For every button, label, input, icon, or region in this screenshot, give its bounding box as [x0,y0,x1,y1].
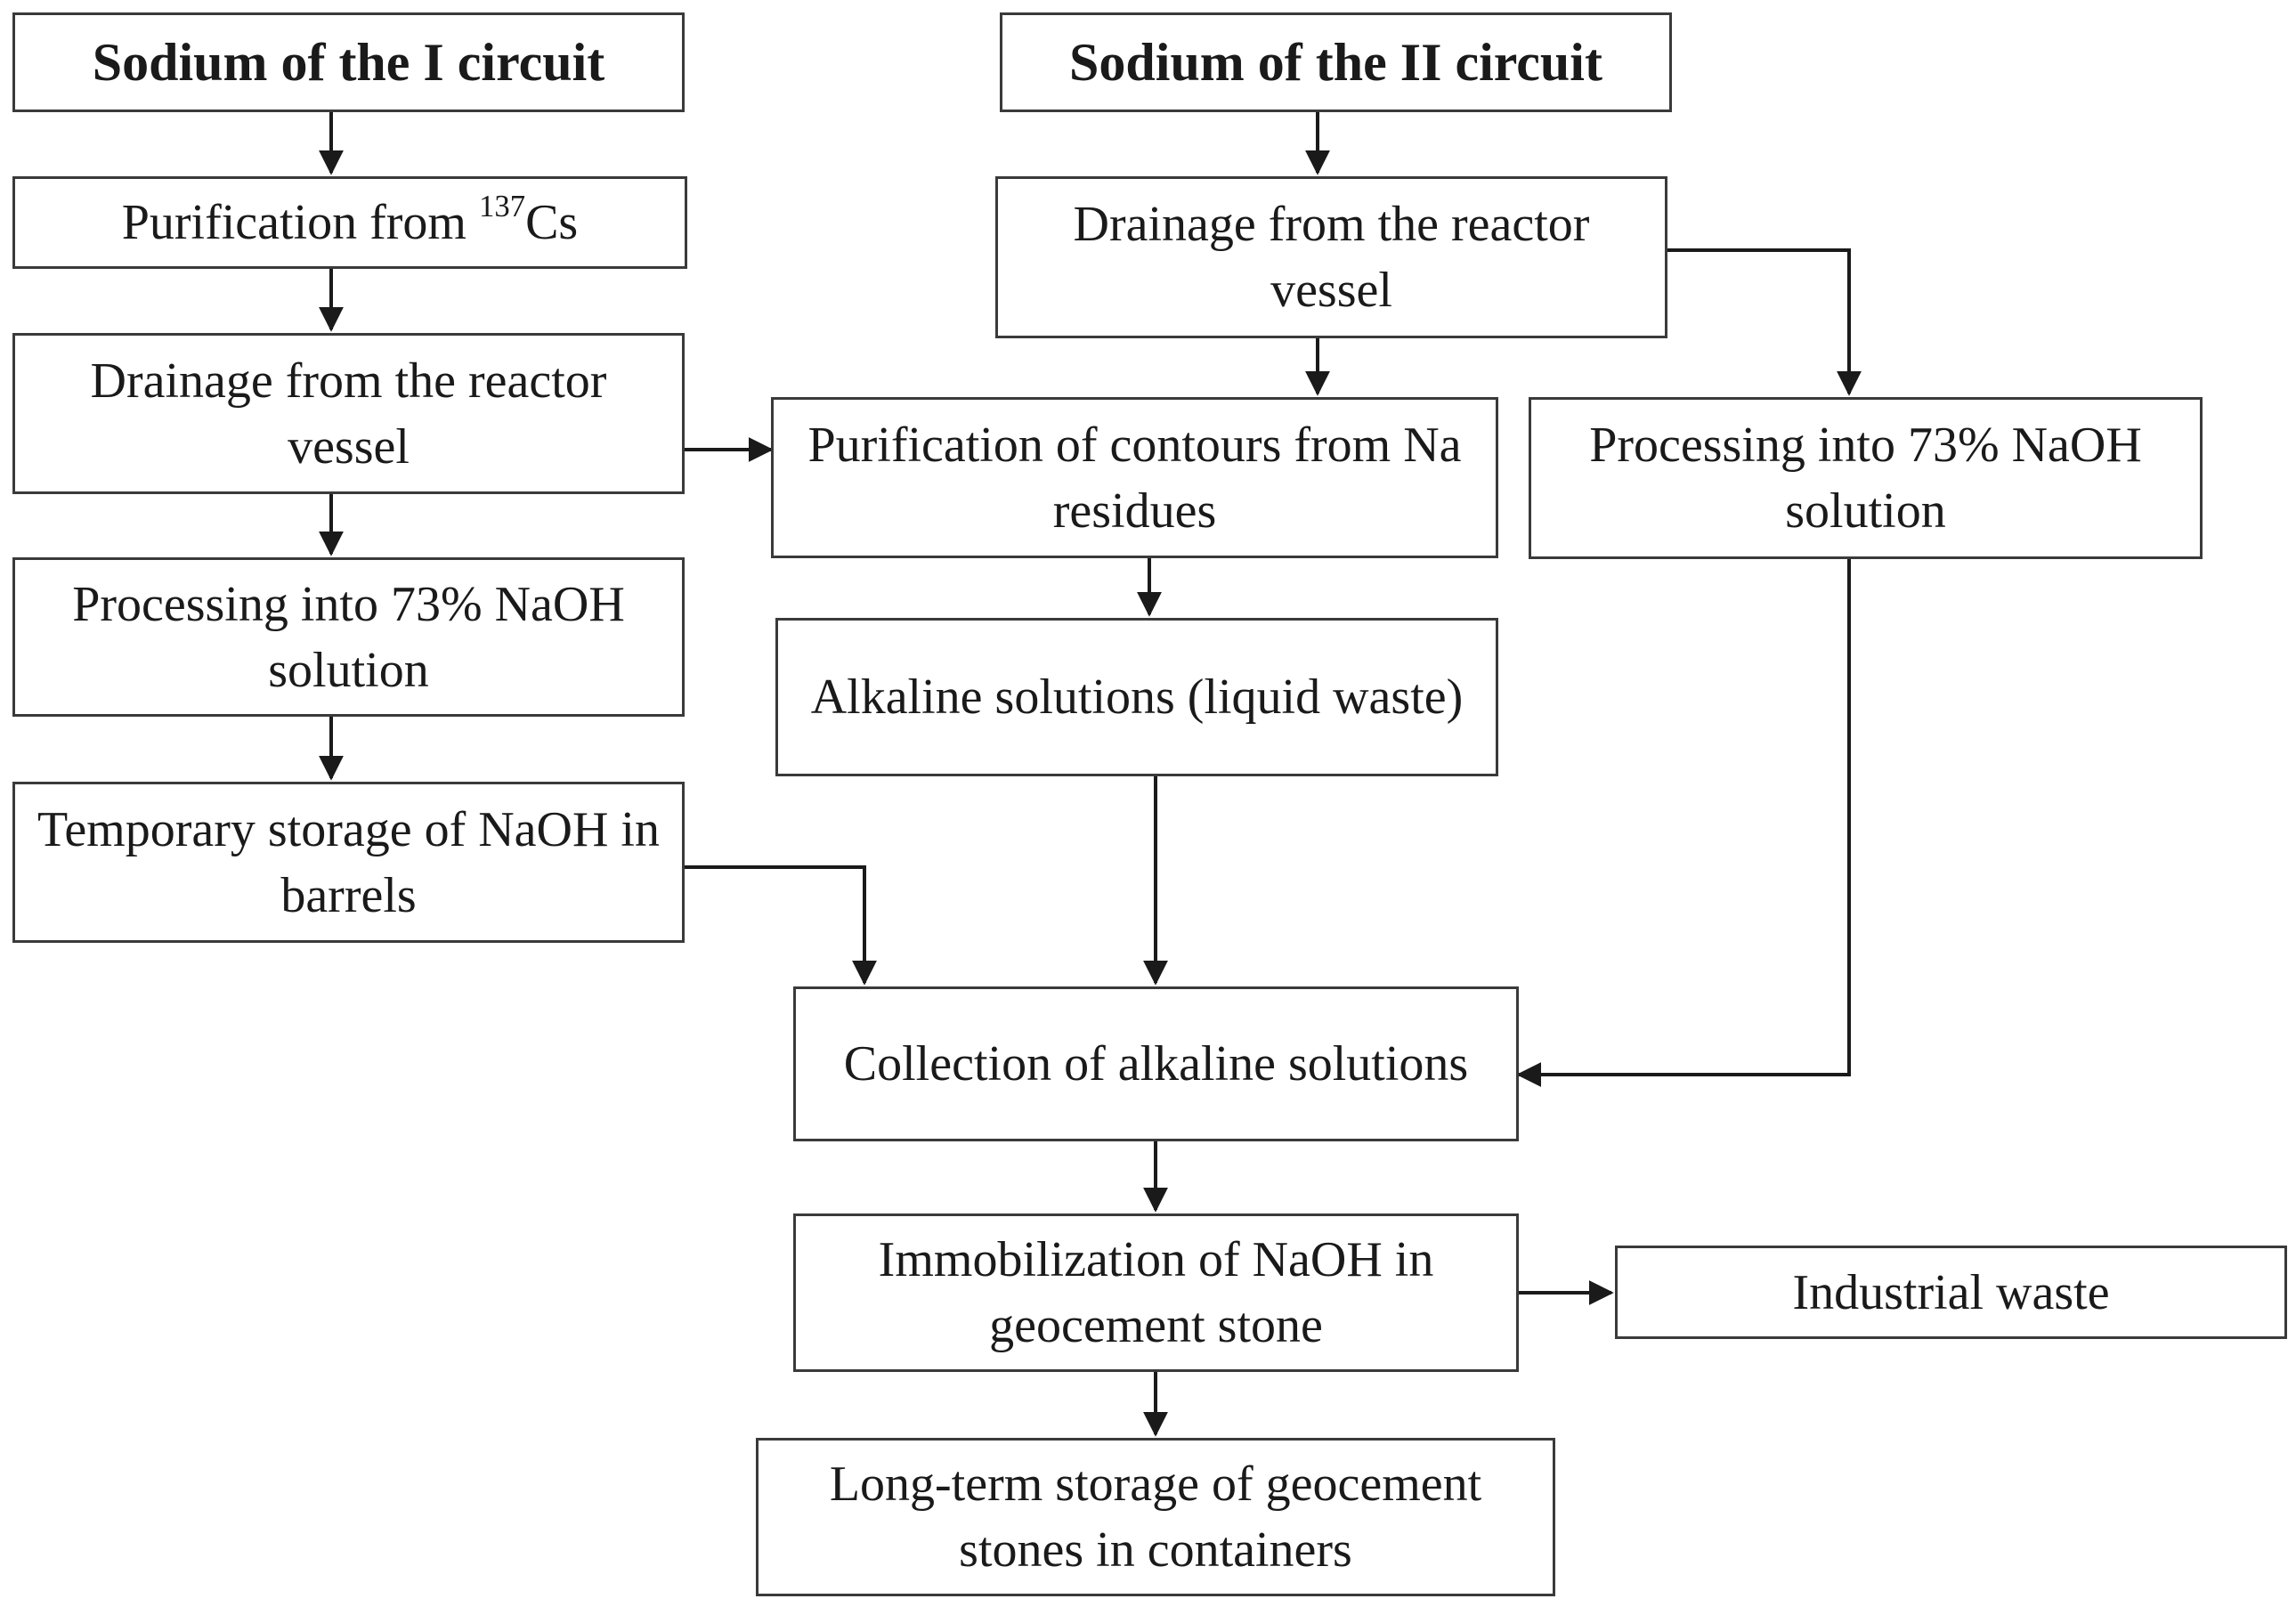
node-long-term-storage: Long-term storage of geocement stones in… [756,1438,1555,1596]
node-immobilization: Immobilization of NaOH in geocement ston… [793,1213,1519,1372]
node-temporary-storage: Temporary storage of NaOH in barrels [12,782,685,943]
node-drainage-ii: Drainage from the reactor vessel [995,176,1667,338]
node-label: Processing into 73% NaOH solution [72,576,625,698]
node-label: Sodium of the II circuit [1069,33,1602,92]
node-label: Industrial waste [1792,1264,2110,1320]
arrow-drainage-ii-to-processing-ii [1666,248,1862,396]
node-processing-ii: Processing into 73% NaOH solution [1529,397,2203,559]
arrow-temporary-storage-to-collection [683,865,877,986]
node-industrial-waste: Industrial waste [1615,1246,2287,1339]
node-label: Processing into 73% NaOH solution [1589,418,2142,539]
node-processing-i: Processing into 73% NaOH solution [12,557,685,717]
node-label: Immobilization of NaOH in geocement ston… [878,1232,1434,1353]
node-sodium-i-circuit: Sodium of the I circuit [12,12,685,112]
element-symbol: Cs [525,195,579,250]
node-purification-from-cs: Purification from 137Cs [12,176,687,269]
node-label: Drainage from the reactor vessel [1073,197,1590,318]
node-label-prefix: Purification from [121,195,479,250]
node-label: Purification from 137Cs [122,190,578,256]
node-label: Drainage from the reactor vessel [90,353,607,475]
node-label: Long-term storage of geocement stones in… [829,1457,1482,1578]
node-drainage-i: Drainage from the reactor vessel [12,333,685,494]
node-alkaline-solutions: Alkaline solutions (liquid waste) [775,618,1498,776]
node-collection-alkaline: Collection of alkaline solutions [793,986,1519,1141]
node-label: Temporary storage of NaOH in barrels [37,801,660,923]
node-label: Purification of contours from Na residue… [807,417,1462,539]
node-label: Alkaline solutions (liquid waste) [810,670,1464,725]
node-label: Collection of alkaline solutions [843,1036,1469,1092]
node-sodium-ii-circuit: Sodium of the II circuit [1000,12,1672,112]
node-purification-contours: Purification of contours from Na residue… [771,397,1498,558]
isotope-mass-number: 137 [479,189,526,224]
node-label: Sodium of the I circuit [92,33,605,92]
arrow-processing-ii-to-collection [1516,559,1851,1087]
